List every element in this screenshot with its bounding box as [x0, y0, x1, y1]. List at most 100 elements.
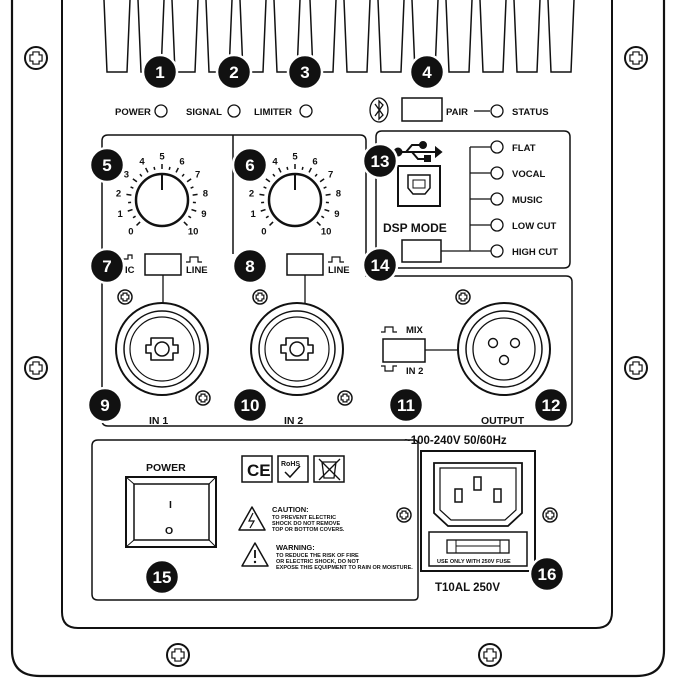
dsp-mode-button[interactable] [401, 239, 442, 263]
knob-tick [126, 193, 132, 196]
rohs-mark: RoHS [277, 455, 309, 483]
dsp-mode-led [490, 140, 504, 154]
knob-tick [188, 215, 192, 219]
knob-tick [323, 186, 327, 189]
knob-scale-label: 4 [272, 156, 278, 167]
svg-text:RoHS: RoHS [281, 461, 300, 468]
mix-in2-switch[interactable] [382, 338, 426, 363]
pair-button[interactable] [401, 97, 443, 122]
line-symbol-2 [328, 256, 344, 263]
callout-badge: 15 [143, 558, 181, 596]
knob-tick [301, 166, 304, 171]
knob-scale-label: 1 [118, 209, 124, 220]
svg-text:4: 4 [422, 63, 432, 82]
callout-badge: 6 [231, 146, 269, 184]
knob-tick [286, 166, 289, 171]
callout-badge: 4 [408, 53, 446, 91]
knob-tick [325, 193, 331, 196]
svg-text:9: 9 [100, 396, 109, 415]
ac-inlet[interactable] [420, 450, 536, 572]
callout-badge: 16 [528, 555, 566, 593]
callout-badge: 7 [88, 247, 126, 285]
knob-tick [259, 193, 265, 196]
indicator-row: POWER SIGNAL LIMITER PAIR STATUS [115, 97, 549, 123]
knob-scale-label: 10 [321, 227, 332, 238]
combo-jack-in1[interactable] [115, 302, 209, 396]
mic-symbol-1 [123, 254, 133, 260]
combo-jack-in2[interactable] [250, 302, 344, 396]
line-symbol-1 [186, 256, 202, 263]
power-led [154, 104, 168, 118]
knob-tick [190, 186, 194, 189]
knob-scale-label: 7 [195, 170, 200, 181]
screw-icon [478, 643, 502, 667]
svg-text:12: 12 [542, 396, 561, 415]
outer-housing [10, 0, 666, 678]
signal-led [227, 104, 241, 118]
callout-badge: 14 [361, 246, 399, 284]
knob-tick [186, 178, 192, 183]
fuse-holder[interactable] [428, 531, 528, 567]
lower-panel-frame [91, 439, 419, 601]
screw-icon [252, 289, 268, 305]
dsp-mode-title: DSP MODE [383, 221, 447, 235]
heatsink-fin [479, 0, 507, 73]
knob-tick [168, 166, 171, 171]
usb-icon [393, 141, 443, 162]
power-switch[interactable] [125, 476, 217, 548]
knob-tick [319, 178, 325, 183]
status-label: STATUS [512, 107, 549, 118]
knob-scale-label: 9 [201, 209, 206, 220]
heatsink-fin [513, 0, 541, 73]
knob-tick [314, 173, 318, 177]
power-led-label: POWER [115, 107, 151, 118]
fuse-rating: T10AL 250V [435, 582, 500, 594]
knob-tick [260, 208, 266, 212]
svg-text:15: 15 [153, 568, 172, 587]
heatsink-fin [445, 0, 473, 73]
lightning-warning-icon-bolt [248, 512, 256, 529]
knob-scale-label: 0 [261, 227, 266, 238]
gain-knob-2[interactable] [267, 172, 323, 228]
screw-icon [117, 289, 133, 305]
knob-tick [265, 215, 269, 219]
limiter-led-label: LIMITER [254, 107, 292, 118]
in2-label: IN 2 [284, 415, 303, 427]
svg-text:10: 10 [241, 396, 260, 415]
limiter-led [299, 104, 313, 118]
line-label-2: LINE [328, 265, 350, 276]
xlr-output-jack[interactable] [457, 302, 551, 396]
svg-text:16: 16 [538, 565, 557, 584]
knob-scale-label: 5 [292, 152, 298, 163]
dsp-mode-label: FLAT [512, 143, 536, 154]
knob-scale-label: 7 [328, 170, 333, 181]
screw-icon [24, 46, 48, 70]
dsp-mode-label: HIGH CUT [512, 247, 558, 258]
knob-tick [308, 167, 313, 173]
callout-badge: 2 [215, 53, 253, 91]
knob-scale-label: 2 [249, 189, 254, 200]
svg-text:3: 3 [300, 63, 309, 82]
mic-line-switch-2[interactable] [286, 253, 324, 276]
knob-tick [127, 208, 133, 212]
knob-tick [144, 167, 149, 173]
screw-icon [166, 643, 190, 667]
warning-line-1: TO REDUCE THE RISK OF FIRE [276, 553, 359, 559]
mic-line-switch-1[interactable] [144, 253, 182, 276]
screw-icon [542, 507, 558, 523]
dsp-mode-bus [441, 147, 471, 252]
caution-title: CAUTION: [272, 505, 309, 514]
gain-knob-1[interactable] [134, 172, 190, 228]
usb-b-port[interactable] [397, 165, 441, 207]
voltage-rating: ~100-240V 50/60Hz [404, 435, 507, 447]
dsp-mode-led [490, 192, 504, 206]
heatsink-fin [547, 0, 575, 73]
knob-tick [192, 193, 198, 196]
knob-tick [183, 221, 188, 226]
knob-scale-label: 8 [336, 189, 341, 200]
screw-icon [455, 289, 471, 305]
callout-badge: 10 [231, 386, 269, 424]
dsp-mode-led [490, 166, 504, 180]
